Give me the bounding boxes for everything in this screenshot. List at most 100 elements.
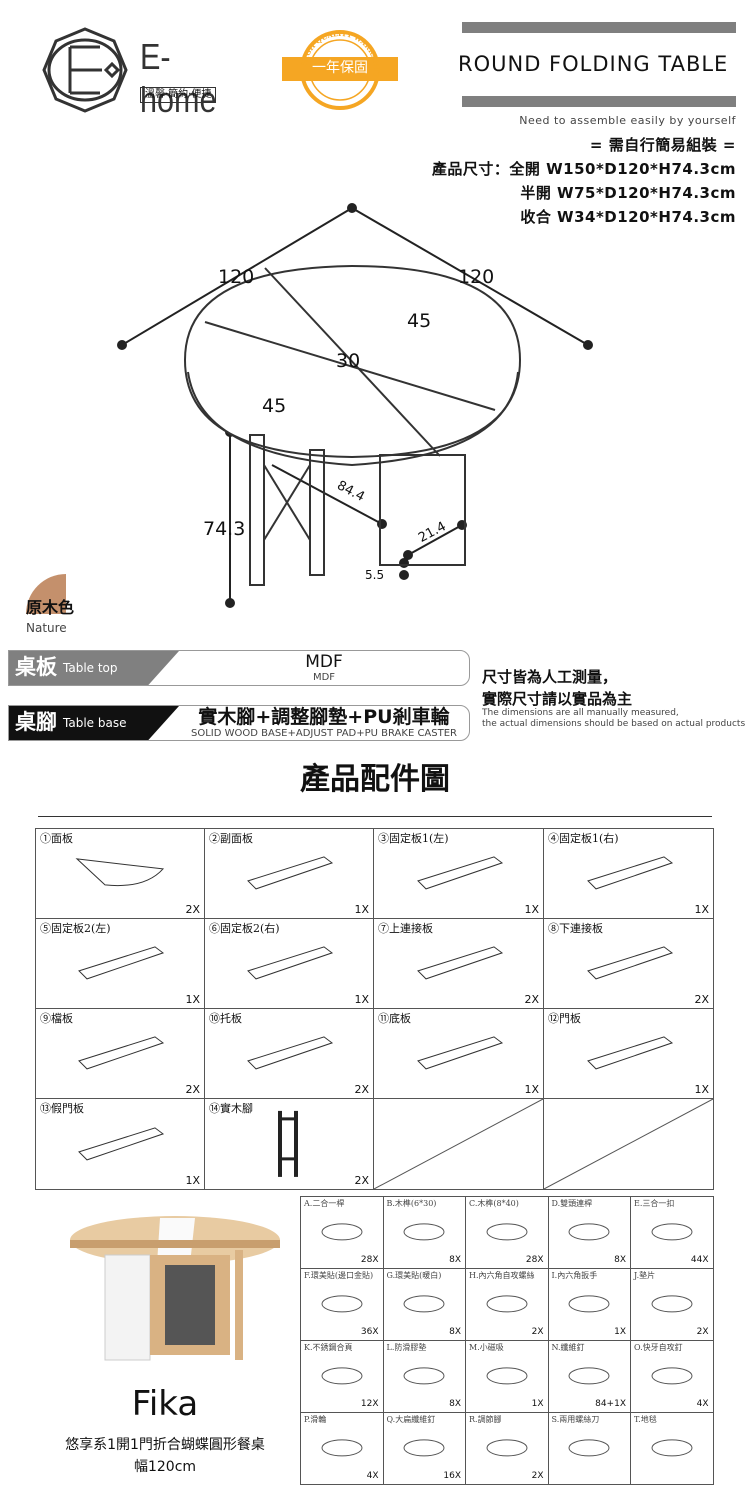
material-label-zh: 桌腳: [15, 710, 57, 735]
hardware-label: T.地毯: [634, 1415, 657, 1424]
hardware-label: S.兩用螺絲刀: [551, 1415, 600, 1424]
assemble-note-en: Need to assemble easily by yourself: [519, 114, 736, 127]
part-cell: ⑤固定板2(左)1X: [35, 918, 205, 1009]
hardware-label: D.雙頭連桿: [551, 1199, 593, 1208]
part-qty: 1X: [694, 902, 709, 916]
hardware-cell: F.環美貼(邊口金貼) 36X: [300, 1268, 384, 1341]
part-label: ⑪底板: [378, 1012, 411, 1025]
hardware-qty: 28X: [525, 1255, 544, 1266]
measurement-note: 尺寸皆為人工測量， 實際尺寸請以實品為主 The dimensions are …: [482, 668, 745, 730]
part-label: ④固定板1(右): [548, 832, 619, 845]
logo-emblem-icon: [42, 27, 128, 113]
part-drawing-icon: [75, 1033, 165, 1077]
part-label: ⑫門板: [548, 1012, 581, 1025]
warranty-badge-text: 一年保固: [312, 60, 368, 76]
part-cell: ⑩托板 2X: [204, 1008, 374, 1099]
note-en-2: the actual dimensions should be based on…: [482, 718, 746, 729]
hardware-qty: 4X: [696, 1399, 709, 1410]
brand-name: E-home: [140, 36, 217, 121]
hardware-qty: 16X: [443, 1471, 461, 1482]
material-value-en: MDF: [312, 672, 336, 683]
hardware-label: P.滑輪: [304, 1415, 327, 1424]
hardware-qty: 1X: [614, 1327, 626, 1338]
hardware-qty: 8X: [449, 1327, 461, 1338]
hardware-qty: 8X: [449, 1255, 461, 1266]
hardware-qty: 12X: [360, 1399, 379, 1410]
hardware-label: A.二合一桿: [304, 1199, 345, 1208]
hardware-drawing-icon: [564, 1218, 614, 1250]
hardware-qty: 28X: [360, 1255, 379, 1266]
part-label: ⑥固定板2(右): [209, 922, 280, 935]
part-qty: 2X: [354, 1082, 369, 1096]
part-qty: 1X: [185, 992, 200, 1006]
part-qty: 2X: [694, 992, 709, 1006]
hardware-qty: 2X: [696, 1327, 709, 1338]
hardware-drawing-icon: [317, 1362, 367, 1394]
header-bar-bottom: [462, 96, 736, 107]
hardware-cell: Q.大扁纖維釘 16X: [382, 1412, 466, 1485]
part-drawing-icon: [274, 1109, 304, 1183]
hardware-qty: 36X: [360, 1327, 379, 1338]
product-name: Fika: [131, 1384, 199, 1424]
size-full: 產品尺寸：全開 W150*D120*H74.3cm: [431, 160, 736, 178]
part-label: ③固定板1(左): [378, 832, 449, 845]
material-value: 實木腳+調整腳墊+PU剎車輪: [198, 706, 450, 728]
hardware-label: F.環美貼(邊口金貼): [304, 1271, 374, 1280]
hardware-qty: 8X: [449, 1399, 461, 1410]
hardware-drawing-icon: [317, 1434, 367, 1466]
part-qty: 2X: [185, 902, 200, 916]
note-zh-1: 尺寸皆為人工測量，: [482, 668, 618, 686]
hardware-label: J.墊片: [634, 1271, 656, 1280]
hardware-label: C.木榫(8*40): [469, 1199, 519, 1208]
hardware-drawing-icon: [482, 1290, 532, 1322]
hardware-drawing-icon: [482, 1434, 532, 1466]
hardware-drawing-icon: [647, 1362, 697, 1394]
dim-width-right: 120: [458, 266, 495, 288]
brand-slogan: 溫馨·簡約·便捷: [140, 87, 217, 103]
hardware-label: E.三合一扣: [634, 1199, 675, 1208]
part-label: ⑩托板: [209, 1012, 242, 1025]
part-drawing-icon: [75, 1124, 165, 1168]
hardware-drawing-icon: [399, 1290, 449, 1322]
hardware-drawing-icon: [564, 1434, 614, 1466]
hardware-label: G.環美貼(暖白): [386, 1271, 442, 1280]
hardware-drawing-icon: [564, 1290, 614, 1322]
hardware-drawing-icon: [399, 1434, 449, 1466]
part-label: ⑭實木腳: [209, 1102, 253, 1115]
hardware-qty: 1X: [531, 1399, 544, 1410]
part-qty: 1X: [354, 902, 369, 916]
note-en-1: The dimensions are all manually measured…: [482, 708, 679, 718]
material-label-zh: 桌板: [15, 655, 57, 680]
product-photo: [70, 1216, 280, 1361]
product-width: 幅120cm: [133, 1459, 197, 1475]
part-cell: ⑥固定板2(右)1X: [204, 918, 374, 1009]
hardware-drawing-icon: [399, 1218, 449, 1250]
hardware-drawing-icon: [317, 1218, 367, 1250]
hardware-drawing-icon: [399, 1362, 449, 1394]
hardware-cell: B.木榫(6*30)8X: [382, 1196, 466, 1269]
dim-height: 74.3: [203, 518, 246, 540]
note-zh-2: 實際尺寸請以實品為主: [482, 690, 633, 708]
parts-title-rule: [38, 816, 712, 817]
hardware-label: Q.大扁纖維釘: [386, 1415, 436, 1424]
part-drawing-icon: [75, 855, 165, 895]
hardware-drawing-icon: [647, 1218, 697, 1250]
hardware-cell: G.環美貼(暖白) 8X: [382, 1268, 466, 1341]
hardware-drawing-icon: [482, 1362, 532, 1394]
material-label-en: Table base: [63, 715, 127, 730]
hardware-label: N.纖維釘: [551, 1343, 585, 1352]
